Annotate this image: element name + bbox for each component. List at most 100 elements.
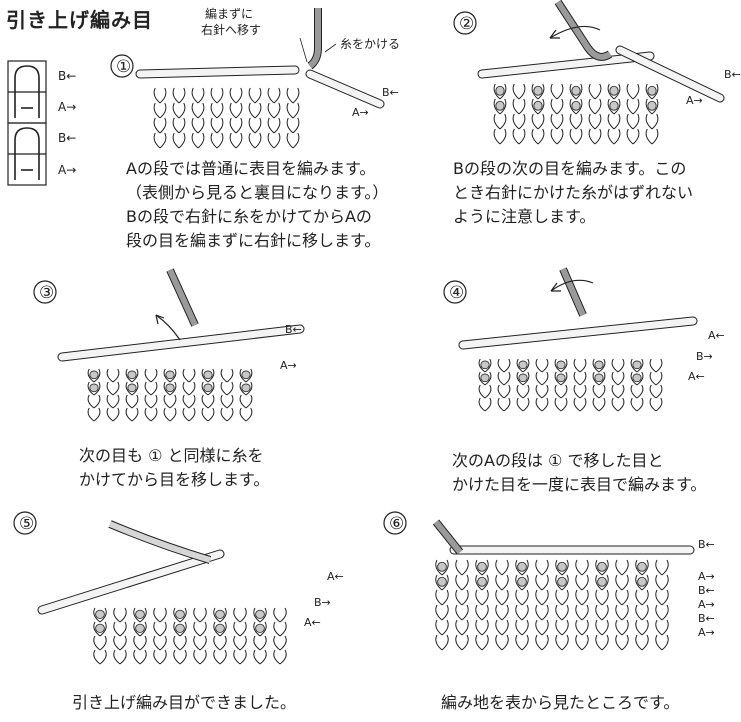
stitch-leg <box>515 589 523 606</box>
stitch-leg <box>601 604 609 621</box>
stitch-leg <box>133 649 141 665</box>
stitch-leg <box>554 384 562 399</box>
step-4-caption: 次のAの段は ① で移した目と かけた目を一度に表目で編みます。 <box>452 449 706 497</box>
stitch-leg <box>461 634 469 651</box>
stitch-leg <box>655 574 663 591</box>
step-2-row-b: B← <box>724 68 741 81</box>
stitch-leg <box>579 397 587 412</box>
step-5-number: ⑤ <box>19 514 34 534</box>
stitch-leg <box>475 619 483 636</box>
stitch-leg <box>541 634 549 651</box>
stitch-leg <box>169 394 177 409</box>
slipped-stitch <box>517 561 527 572</box>
stitch-leg <box>219 621 227 637</box>
stitch-leg <box>595 634 603 651</box>
stitch-leg <box>569 98 577 115</box>
stitch-leg <box>99 621 107 637</box>
step-1-caption-line: Bの段で右針に糸をかけてからAの <box>126 207 372 226</box>
symbol-grid <box>7 60 47 186</box>
stitch-leg <box>201 368 209 383</box>
stitch-leg <box>555 559 563 576</box>
stitch-leg <box>522 397 530 412</box>
stitch-leg <box>594 128 602 145</box>
stitch-leg <box>139 621 147 637</box>
stitch-leg <box>516 397 524 412</box>
stitch-leg <box>601 559 609 576</box>
stitch-leg <box>207 407 215 422</box>
step-6-row-5: B← <box>698 612 715 625</box>
stitch-leg <box>239 381 247 396</box>
stitch-leg <box>598 358 606 373</box>
stitch-leg <box>503 371 511 386</box>
stitch-leg <box>253 607 261 623</box>
stitch-leg <box>615 619 623 636</box>
stitch-leg <box>159 649 167 665</box>
stitch-leg <box>560 397 568 412</box>
stitch-leg <box>503 384 511 399</box>
symbol-label-b1: B← <box>58 69 77 83</box>
step-6-caption: 編み地を表から見たところです。 <box>441 691 679 715</box>
slipped-stitch <box>557 576 567 587</box>
stitch-leg <box>245 381 253 396</box>
stitch-leg <box>233 649 241 665</box>
stitch-leg <box>461 604 469 621</box>
stitch-leg <box>201 381 209 396</box>
stitch-leg <box>497 358 505 373</box>
stitch-leg <box>522 384 530 399</box>
stitch-leg <box>621 619 629 636</box>
slipped-stitch <box>477 561 487 572</box>
stitch-leg <box>621 634 629 651</box>
stitch-leg <box>661 604 669 621</box>
stitch-leg <box>210 117 218 134</box>
stitch-leg <box>112 368 120 383</box>
step-6-number: ⑥ <box>389 514 404 534</box>
stitch-leg <box>569 128 577 145</box>
stitch-leg <box>226 368 234 383</box>
stitch-leg <box>493 128 501 145</box>
stitch-leg <box>531 113 539 130</box>
stitch-leg <box>239 607 247 623</box>
stitch-leg <box>461 559 469 576</box>
stitch-leg <box>267 132 275 149</box>
stitch-leg <box>641 634 649 651</box>
slipped-stitch <box>127 383 137 393</box>
stitch-leg <box>495 619 503 636</box>
stitch-leg <box>441 619 449 636</box>
stitch-leg <box>541 559 549 576</box>
stitch-leg <box>569 83 577 100</box>
stitch-leg <box>588 128 596 145</box>
stitch-leg <box>555 589 563 606</box>
stitch-leg <box>556 113 564 130</box>
stitch-leg <box>216 87 224 104</box>
stitch-leg <box>655 371 663 386</box>
stitch-leg <box>125 381 133 396</box>
stitch-leg <box>172 132 180 149</box>
stitch-leg <box>219 607 227 623</box>
stitch-leg <box>93 621 101 637</box>
stitch-leg <box>598 397 606 412</box>
stitch-leg <box>229 132 237 149</box>
stitch-leg <box>541 384 549 399</box>
step-2-illustration: ② B← A→ <box>450 0 741 160</box>
stitch-leg <box>632 113 640 130</box>
step-5-row-b: B→ <box>314 596 331 609</box>
stitch-leg <box>163 381 171 396</box>
stitch-leg <box>220 368 228 383</box>
step-1-annotation-2: 右針へ移す <box>201 22 261 37</box>
stitch-leg <box>193 649 201 665</box>
stitch-leg <box>617 384 625 399</box>
slipped-stitch <box>609 100 619 111</box>
stitch-leg <box>550 113 558 130</box>
stitch-leg <box>595 604 603 621</box>
stitch-leg <box>601 634 609 651</box>
stitch-leg <box>569 113 577 130</box>
step-5-illustration: ⑤ A← B→ A← <box>10 500 360 680</box>
stitch-leg <box>235 102 243 119</box>
slipped-stitch <box>95 623 105 633</box>
symbol-label-a1: A→ <box>58 100 77 114</box>
stitch-leg <box>581 559 589 576</box>
slipped-stitch <box>255 623 265 633</box>
stitch-leg <box>521 604 529 621</box>
stitch-leg <box>617 371 625 386</box>
slipped-stitch <box>556 360 566 370</box>
